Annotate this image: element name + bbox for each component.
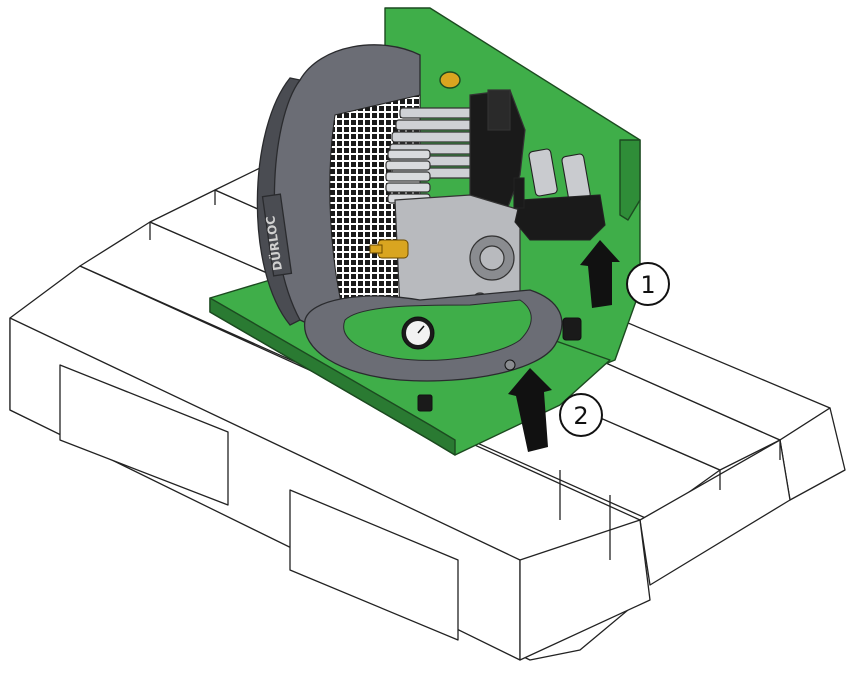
safety-valve xyxy=(369,239,409,259)
pallet-base xyxy=(519,519,651,661)
cooling-fins-left xyxy=(385,149,431,204)
pallet-right-board xyxy=(639,439,791,586)
pressure-regulator xyxy=(513,148,606,241)
housing-logo-plate xyxy=(261,193,293,277)
rubber-feet xyxy=(417,317,582,412)
callout-1: 1 xyxy=(626,262,670,306)
pallet-opening-right xyxy=(289,489,459,641)
callout-2: 2 xyxy=(559,393,603,437)
housing-rim xyxy=(256,77,302,326)
pallet-opening-left xyxy=(59,364,229,506)
arrow-2 xyxy=(508,368,552,452)
frame-base-front-edge xyxy=(209,297,456,456)
callout-1-label: 1 xyxy=(640,271,655,299)
drain-valve xyxy=(504,359,516,371)
arrow-1 xyxy=(580,240,620,308)
frame-side-lip xyxy=(619,139,641,221)
compressor-head xyxy=(385,89,526,321)
frame-tab-hole xyxy=(439,71,461,89)
pressure-gauge xyxy=(401,316,435,350)
callout-2-label: 2 xyxy=(573,402,588,430)
air-tank-inner xyxy=(343,299,532,361)
